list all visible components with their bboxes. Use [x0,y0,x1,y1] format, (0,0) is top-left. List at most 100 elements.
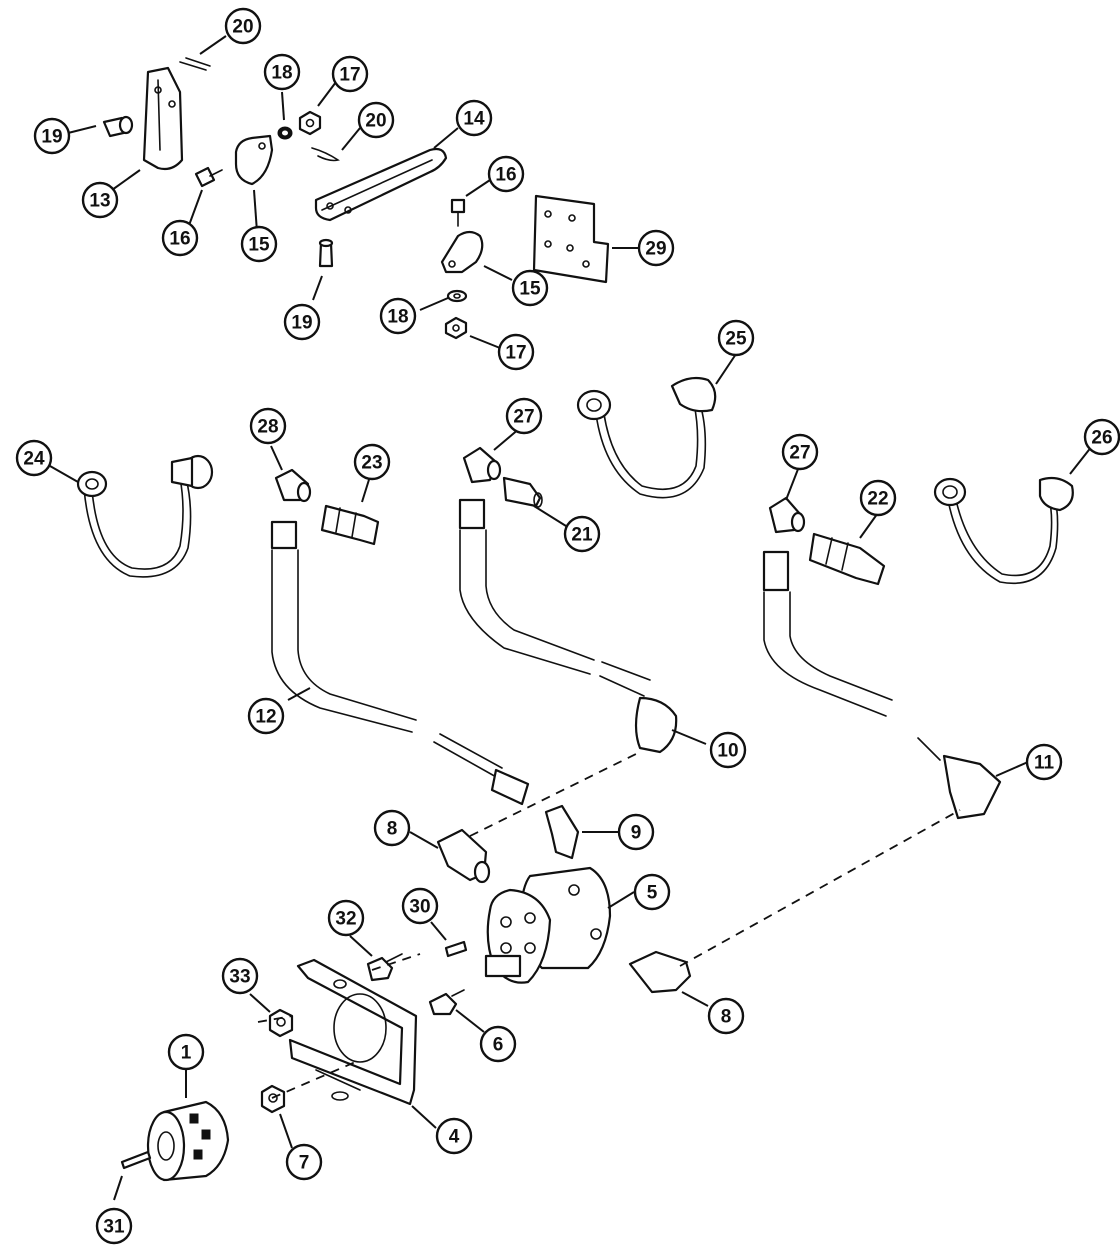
callout-label: 14 [463,109,485,130]
callout-circle [511,269,549,307]
part-17-nut-lower [444,316,468,340]
part-19-pin-middle [318,238,334,268]
callout-circle [249,407,287,445]
callout-layer: 1456788910111213141515161617171818191920… [15,7,1120,1245]
callout-label: 27 [513,407,534,428]
callout-circle [224,7,262,45]
callout-circle [455,99,493,137]
callout-label: 5 [647,883,658,904]
callout-8: 8 [707,997,745,1035]
callout-16: 16 [487,155,525,193]
callout-27: 27 [505,397,543,435]
callout-label: 21 [571,525,593,546]
callout-label: 9 [631,823,642,844]
callout-19: 19 [283,303,321,341]
part-20-pin-top [179,57,211,71]
callout-label: 28 [257,417,278,438]
callout-label: 25 [725,329,747,350]
callout-label: 20 [365,111,386,132]
callout-label: 1 [181,1043,192,1064]
callout-18: 18 [263,53,301,91]
callout-label: 11 [1034,753,1055,774]
callout-circle [357,101,395,139]
callout-15: 15 [511,269,549,307]
callout-label: 12 [255,707,276,728]
callout-circle [81,181,119,219]
callout-label: 29 [645,239,666,260]
callout-circle [1083,418,1120,456]
callout-8: 8 [373,809,411,847]
callout-1: 1 [167,1033,205,1071]
callout-14: 14 [455,99,493,137]
callout-label: 23 [361,453,382,474]
callout-circle [373,809,411,847]
part-18-washer-lower [446,289,468,303]
callout-circle [327,899,365,937]
callout-circle [283,303,321,341]
part-1-coupling [146,1100,230,1182]
callout-label: 30 [409,897,430,918]
callout-32: 32 [327,899,365,937]
callout-31: 31 [95,1207,133,1245]
callout-circle [717,319,755,357]
part-16-bolt-right [450,198,466,227]
callout-circle [15,439,53,477]
callout-label: 18 [271,63,292,84]
part-10-hose [458,498,678,754]
part-8-elbow-upper [436,828,491,884]
callout-label: 17 [339,65,360,86]
part-29-plate [532,194,610,284]
callout-label: 16 [169,229,190,250]
part-25-dust-cap [576,376,717,499]
callout-33: 33 [221,957,259,995]
callout-label: 26 [1091,428,1112,449]
callout-circle [637,229,675,267]
part-5-pump [484,866,612,984]
part-15-clamp-right [440,230,484,274]
callout-circle [487,155,525,193]
callout-label: 15 [519,279,541,300]
callout-28: 28 [249,407,287,445]
part-23-coupling [320,504,380,546]
callout-21: 21 [563,515,601,553]
part-16-bolt-left [194,166,223,188]
callout-label: 7 [299,1153,310,1174]
part-28-elbow [274,468,312,503]
callout-label: 13 [89,191,110,212]
callout-circle [617,813,655,851]
callout-circle [563,515,601,553]
part-27-elbow-left [462,446,502,484]
part-32-bolt [366,953,403,982]
part-11-hose-end [917,737,1002,820]
part-8-elbow-lower [628,950,692,994]
part-19-pin-left [102,115,134,138]
part-7-nut [260,1084,286,1114]
callout-circle [240,225,278,263]
callout-7: 7 [285,1143,323,1181]
callout-label: 6 [493,1035,504,1056]
callout-circle [221,957,259,995]
callout-label: 10 [717,741,738,762]
callout-label: 31 [103,1217,125,1238]
callout-label: 8 [721,1007,732,1028]
callout-9: 9 [617,813,655,851]
callout-label: 32 [335,909,356,930]
part-26-dust-cap [933,476,1074,584]
callout-circle [161,219,199,257]
part-21-adapter [502,476,543,508]
part-31-pin [120,1150,152,1170]
callout-24: 24 [15,439,53,477]
callout-26: 26 [1083,418,1120,456]
callout-circle [633,873,671,911]
callout-circle [497,333,535,371]
callout-label: 22 [867,489,888,510]
callout-label: 19 [291,313,312,334]
part-33-nut [268,1008,294,1038]
callout-label: 24 [23,449,45,470]
callout-label: 27 [789,443,810,464]
callout-17: 17 [497,333,535,371]
callout-label: 4 [449,1127,460,1148]
callout-circle [479,1025,517,1063]
